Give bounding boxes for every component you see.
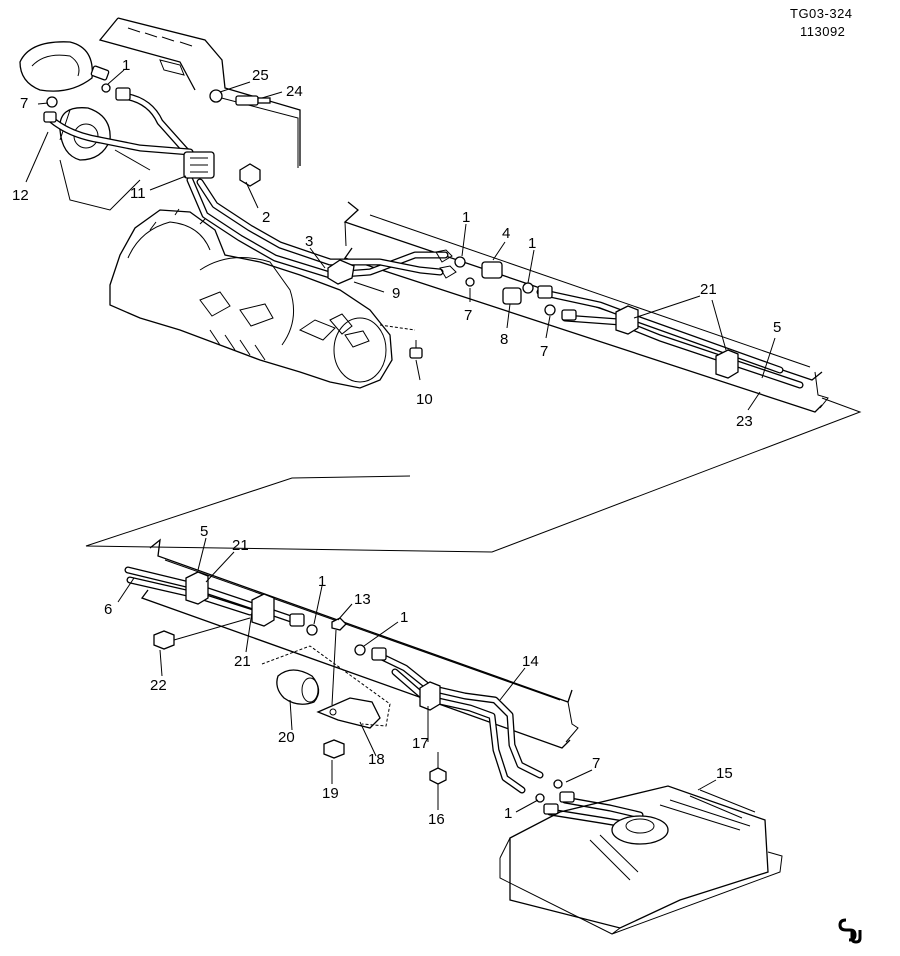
figure-code: TG03-324 xyxy=(790,6,853,21)
callout-21c: 21 xyxy=(234,653,251,670)
callout-3: 3 xyxy=(305,233,313,250)
callout-20: 20 xyxy=(278,729,295,746)
fuel-lines-upper xyxy=(48,92,804,389)
callout-4: 4 xyxy=(502,225,510,242)
callout-23: 23 xyxy=(736,413,753,430)
fuel-tank xyxy=(499,785,783,935)
callout-1d: 1 xyxy=(318,573,326,590)
callout-9: 9 xyxy=(392,285,400,302)
callout-1c: 1 xyxy=(528,235,536,252)
lower-hardware xyxy=(153,571,575,815)
callout-25: 25 xyxy=(252,67,269,84)
callout-6: 6 xyxy=(104,601,112,618)
transmission xyxy=(109,208,393,389)
callout-8: 8 xyxy=(500,331,508,348)
callout-18: 18 xyxy=(368,751,385,768)
upper-hardware xyxy=(43,65,739,379)
upper-frame-rail xyxy=(343,201,829,413)
upper-dashed-lead xyxy=(379,324,416,331)
callout-7c: 7 xyxy=(540,343,548,360)
fuel-lines-lower xyxy=(124,566,644,829)
callout-12: 12 xyxy=(12,187,29,204)
lower-frame-rail xyxy=(140,538,579,749)
gm-logo-mark-icon xyxy=(838,918,862,944)
callout-13: 13 xyxy=(354,591,371,608)
callout-2: 2 xyxy=(262,209,270,226)
callout-1e: 1 xyxy=(400,609,408,626)
callout-7b: 7 xyxy=(464,307,472,324)
leader-lines-lower xyxy=(117,537,717,813)
callout-1: 1 xyxy=(122,57,130,74)
callout-21: 21 xyxy=(700,281,717,298)
callout-24: 24 xyxy=(286,83,303,100)
callout-17: 17 xyxy=(412,735,429,752)
callout-10: 10 xyxy=(416,391,433,408)
callout-1f: 1 xyxy=(504,805,512,822)
callout-22: 22 xyxy=(150,677,167,694)
callout-19: 19 xyxy=(322,785,339,802)
callout-16: 16 xyxy=(428,811,445,828)
callout-5: 5 xyxy=(773,319,781,336)
callout-11: 11 xyxy=(130,185,146,202)
callout-5b: 5 xyxy=(200,523,208,540)
callout-14: 14 xyxy=(522,653,539,670)
callout-7d: 7 xyxy=(592,755,600,772)
callout-7: 7 xyxy=(20,95,28,112)
callout-15: 15 xyxy=(716,765,733,782)
view-link-outline xyxy=(85,397,862,553)
leader-lines-upper xyxy=(25,69,776,411)
callout-21b: 21 xyxy=(232,537,249,554)
callout-1b: 1 xyxy=(462,209,470,226)
date-code: 113092 xyxy=(800,24,845,39)
